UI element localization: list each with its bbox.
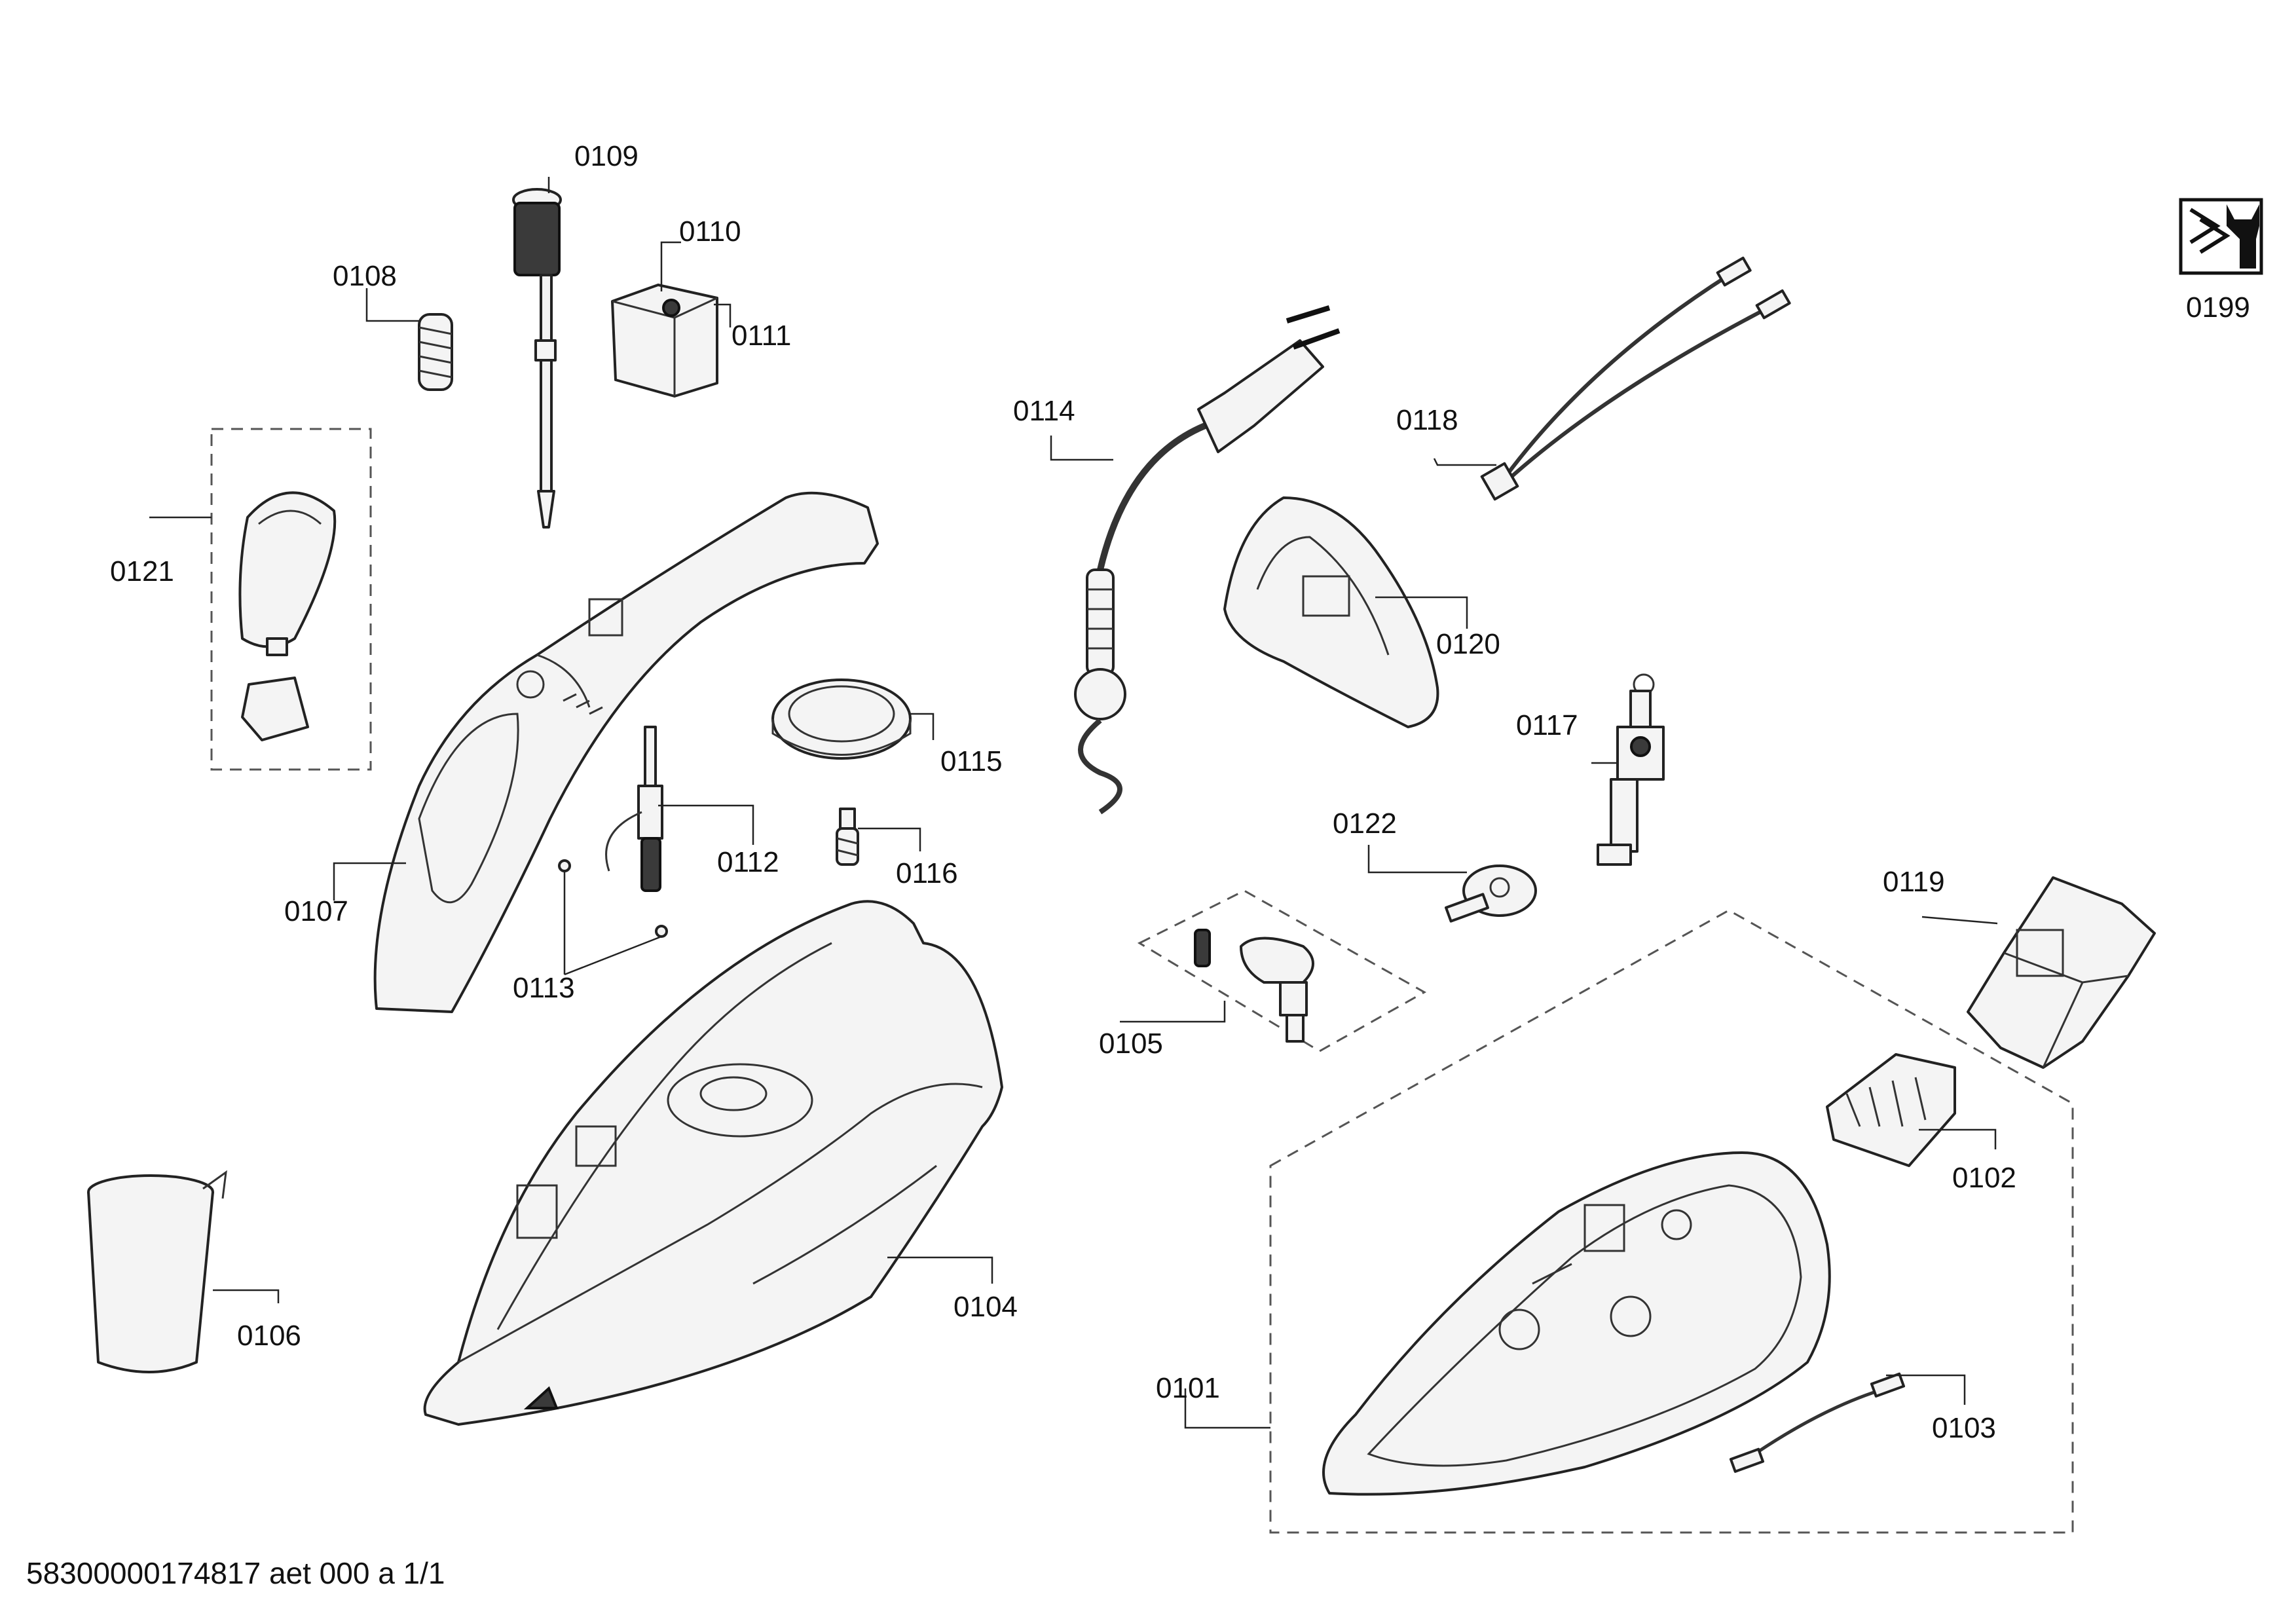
label-0107: 0107 xyxy=(284,895,348,927)
group-box-0105 xyxy=(1137,889,1427,1052)
label-0102: 0102 xyxy=(1952,1162,2016,1194)
label-0104: 0104 xyxy=(954,1291,1018,1323)
part-0114-power-cord xyxy=(1074,305,1341,815)
part-0115-temperature-dial xyxy=(771,678,912,760)
group-box-0121 xyxy=(210,428,372,771)
part-0108-spring xyxy=(418,313,453,391)
label-0106: 0106 xyxy=(237,1320,301,1352)
part-0102-connector-block xyxy=(1826,1053,1956,1167)
label-0103: 0103 xyxy=(1932,1412,1996,1444)
label-0108: 0108 xyxy=(333,260,397,292)
label-0112: 0112 xyxy=(717,846,779,878)
part-0110-cartridge xyxy=(611,284,718,398)
part-0104-iron-body xyxy=(423,900,1003,1426)
label-0121: 0121 xyxy=(110,555,174,587)
label-0101: 0101 xyxy=(1156,1372,1220,1404)
part-0122-disc xyxy=(1445,864,1537,923)
part-0120-rear-cover xyxy=(1223,496,1439,728)
label-0115: 0115 xyxy=(940,745,1003,777)
part-0107-handle xyxy=(373,491,879,1013)
wrench-chevron-icon xyxy=(2179,198,2263,275)
document-code: 58300000174817 aet 000 a 1/1 xyxy=(26,1556,445,1590)
label-0109: 0109 xyxy=(574,140,639,172)
part-0105-valve-assembly xyxy=(1194,929,1314,1043)
label-0118: 0118 xyxy=(1396,404,1458,436)
label-0199: 0199 xyxy=(2186,291,2250,324)
part-0119-bracket xyxy=(1967,876,2156,1069)
label-0105: 0105 xyxy=(1099,1028,1163,1060)
label-0110: 0110 xyxy=(679,215,741,248)
part-0112-pump xyxy=(605,726,663,892)
label-0117: 0117 xyxy=(1516,709,1578,741)
part-0116-valve-spring xyxy=(836,808,859,866)
group-box-0101 xyxy=(1269,909,2074,1534)
part-0106-measuring-cup xyxy=(87,1170,227,1373)
leader-lines xyxy=(149,177,1998,1429)
label-0122: 0122 xyxy=(1333,808,1397,840)
part-0117-thermostat xyxy=(1597,673,1665,866)
label-0113: 0113 xyxy=(513,972,575,1004)
part-0103-jumper-wire xyxy=(1729,1372,1906,1473)
label-0111: 0111 xyxy=(731,320,791,352)
label-0114: 0114 xyxy=(1013,395,1075,427)
label-0116: 0116 xyxy=(896,857,958,889)
label-0119: 0119 xyxy=(1883,866,1945,898)
part-0118-wire-harness xyxy=(1480,256,1791,501)
part-0109-spray-plunger xyxy=(512,188,562,529)
part-0101-soleplate xyxy=(1322,1151,1831,1496)
label-0120: 0120 xyxy=(1436,628,1500,660)
part-labels: 0109 0110 0108 0111 0114 0118 0121 0120 … xyxy=(110,140,2250,1444)
part-0121-filler-cap xyxy=(238,491,337,741)
